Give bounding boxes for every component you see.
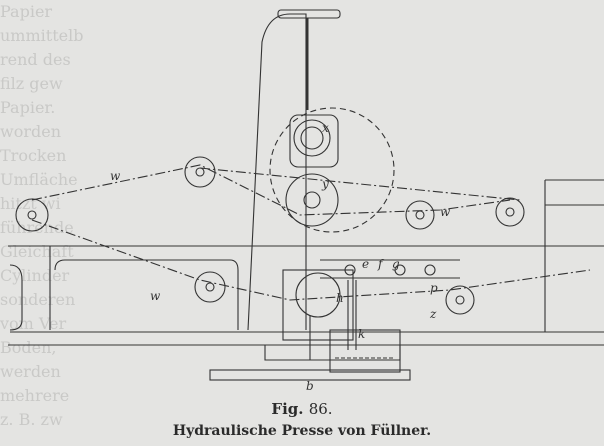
label-b: b [306,379,314,393]
press-column [209,9,411,381]
label-k: k [358,327,365,341]
frame-rails [8,245,604,346]
label-f: f [377,257,385,271]
label-w2: w [150,289,161,303]
label-h: h [336,291,344,305]
figure-number: Fig. 86. [0,400,604,418]
label-g: g [392,257,400,271]
label-y: y [321,177,329,191]
label-x: x [322,121,329,135]
rollers [15,156,525,315]
label-p: p [430,281,438,295]
label-e: e [362,257,369,271]
figure-caption: Hydraulische Presse von Füllner. [172,423,432,439]
felt-path [31,164,591,301]
label-w: w [110,169,121,183]
label-w3: w [440,205,451,219]
label-z: z [429,307,437,321]
show-through-text: Papier ummittelb rend des filz gew Papie… [0,2,84,429]
right-frame [544,179,604,332]
figure-label: Fig. [271,400,304,418]
figure-num: 86. [308,400,333,418]
